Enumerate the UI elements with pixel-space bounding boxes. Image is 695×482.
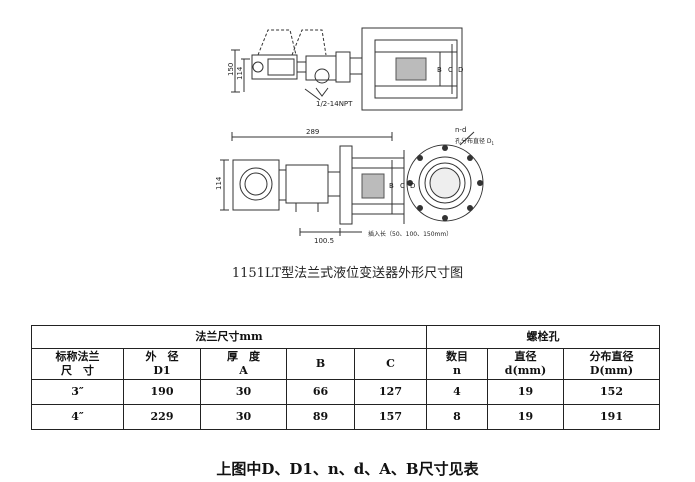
- dim-height-front: 114: [215, 176, 223, 190]
- dim-bolt-spec: n-d: [455, 126, 466, 134]
- col-nominal-size: 标称法兰尺 寸: [31, 348, 124, 380]
- dim-height-body: 114: [236, 66, 244, 80]
- dim-insertion: 插入长（50、100、150mm）: [368, 230, 452, 238]
- cell-n: 8: [426, 404, 488, 430]
- dim-length-total: 289: [306, 128, 319, 136]
- table-row: 3″ 190 30 66 127 4 19 152: [31, 379, 661, 405]
- dim-offset: 100.5: [314, 237, 334, 245]
- cell-pcd: 191: [562, 404, 661, 430]
- table-row: 4″ 229 30 89 157 8 19 191: [31, 404, 661, 430]
- cell-a: 30: [200, 404, 287, 430]
- cell-size: 4″: [31, 404, 124, 430]
- cell-c: 157: [354, 404, 427, 430]
- label-d-top: D: [458, 66, 463, 74]
- cell-c: 127: [354, 379, 427, 405]
- dim-height-total: 150: [227, 63, 235, 76]
- label-b-top: B: [437, 66, 442, 74]
- dim-npt: 1/2-14NPT: [316, 100, 353, 108]
- col-b: B: [286, 348, 355, 380]
- cell-d: 19: [487, 379, 564, 405]
- table-footnote: 上图中D、D1、n、d、A、B尺寸见表: [216, 460, 479, 478]
- label-d-front: D: [410, 182, 415, 190]
- cell-b: 89: [286, 404, 355, 430]
- dimension-drawing: 150 114 1/2-14NPT B C D 289 n-d 孔分布直径 D1…: [215, 27, 495, 245]
- cell-d1: 229: [123, 404, 201, 430]
- col-c: C: [354, 348, 427, 380]
- label-b-front: B: [389, 182, 394, 190]
- header-flange-dims: 法兰尺寸mm: [31, 325, 427, 349]
- figure-caption: 1151LT型法兰式液位变送器外形尺寸图: [231, 266, 464, 281]
- cell-size: 3″: [31, 379, 124, 405]
- cell-n: 4: [426, 379, 488, 405]
- cell-b: 66: [286, 379, 355, 405]
- cell-pcd: 152: [562, 379, 661, 405]
- cell-a: 30: [200, 379, 287, 405]
- label-c-top: C: [448, 66, 453, 74]
- cell-d1: 190: [123, 379, 201, 405]
- dim-bolt-circle: 孔分布直径 D1: [455, 137, 495, 146]
- cell-d: 19: [487, 404, 564, 430]
- table-group-header-row: 法兰尺寸mm 螺栓孔: [31, 325, 661, 349]
- header-bolt-holes: 螺栓孔: [425, 325, 661, 349]
- label-c-front: C: [400, 182, 405, 190]
